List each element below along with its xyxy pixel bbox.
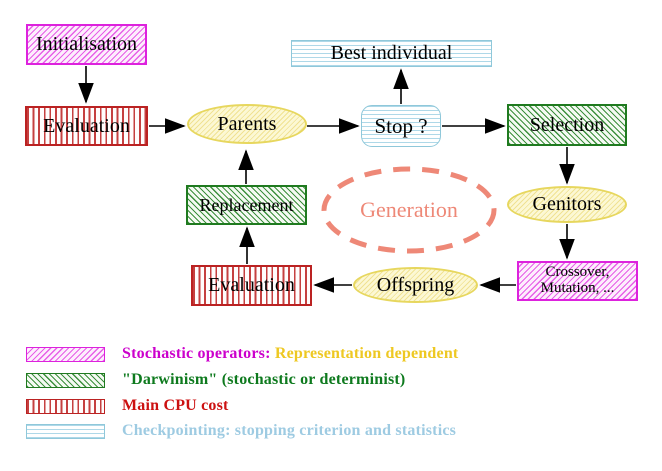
- node-initialisation: Initialisation: [26, 24, 147, 65]
- node-parents-label: Parents: [217, 112, 277, 135]
- node-offspring: Offspring: [353, 267, 478, 303]
- node-evaluation-bottom-label: Evaluation: [208, 274, 295, 296]
- legend-label-stochastic: Stochastic operators: Representation dep…: [122, 345, 458, 363]
- node-stop: Stop ?: [361, 105, 441, 147]
- legend-label-darwinism: "Darwinism" (stochastic or determinist): [122, 371, 406, 388]
- legend-label-checkpointing: Checkpointing: stopping criterion and st…: [122, 422, 457, 439]
- node-selection: Selection: [507, 104, 627, 146]
- legend-swatch-cyan-lines: [26, 424, 105, 439]
- legend-label-cpu-cost: Main CPU cost: [122, 397, 229, 414]
- node-evaluation-bottom: Evaluation: [191, 265, 312, 306]
- node-evaluation-top-label: Evaluation: [43, 114, 130, 137]
- node-selection-label: Selection: [529, 113, 605, 136]
- node-crossover-mutation: Crossover, Mutation, ...: [517, 261, 638, 301]
- node-evaluation-top: Evaluation: [25, 106, 148, 146]
- node-offspring-label: Offspring: [376, 273, 455, 296]
- legend-swatch-red-stripes: [26, 399, 105, 414]
- node-crossover-label-line2: Mutation, ...: [540, 280, 615, 296]
- legend-swatch-magenta-hatch: [26, 347, 105, 362]
- generation-loop-text: Generation: [360, 197, 458, 222]
- node-best-individual-label: Best individual: [330, 42, 453, 64]
- generation-loop-label: Generation: [323, 170, 495, 250]
- node-genitors-label: Genitors: [532, 193, 602, 215]
- node-genitors: Genitors: [507, 186, 627, 223]
- legend-label-stochastic-part1: Stochastic operators:: [122, 345, 271, 362]
- node-replacement: Replacement: [186, 185, 307, 225]
- node-parents: Parents: [187, 104, 307, 144]
- node-crossover-label-line1: Crossover,: [545, 264, 610, 281]
- node-initialisation-label: Initialisation: [35, 33, 138, 55]
- node-stop-label: Stop ?: [374, 113, 428, 138]
- legend-swatch-green-hatch: [26, 373, 105, 388]
- legend-label-stochastic-part2: Representation dependent: [274, 345, 459, 362]
- node-best-individual: Best individual: [291, 40, 492, 67]
- node-replacement-label: Replacement: [199, 194, 294, 215]
